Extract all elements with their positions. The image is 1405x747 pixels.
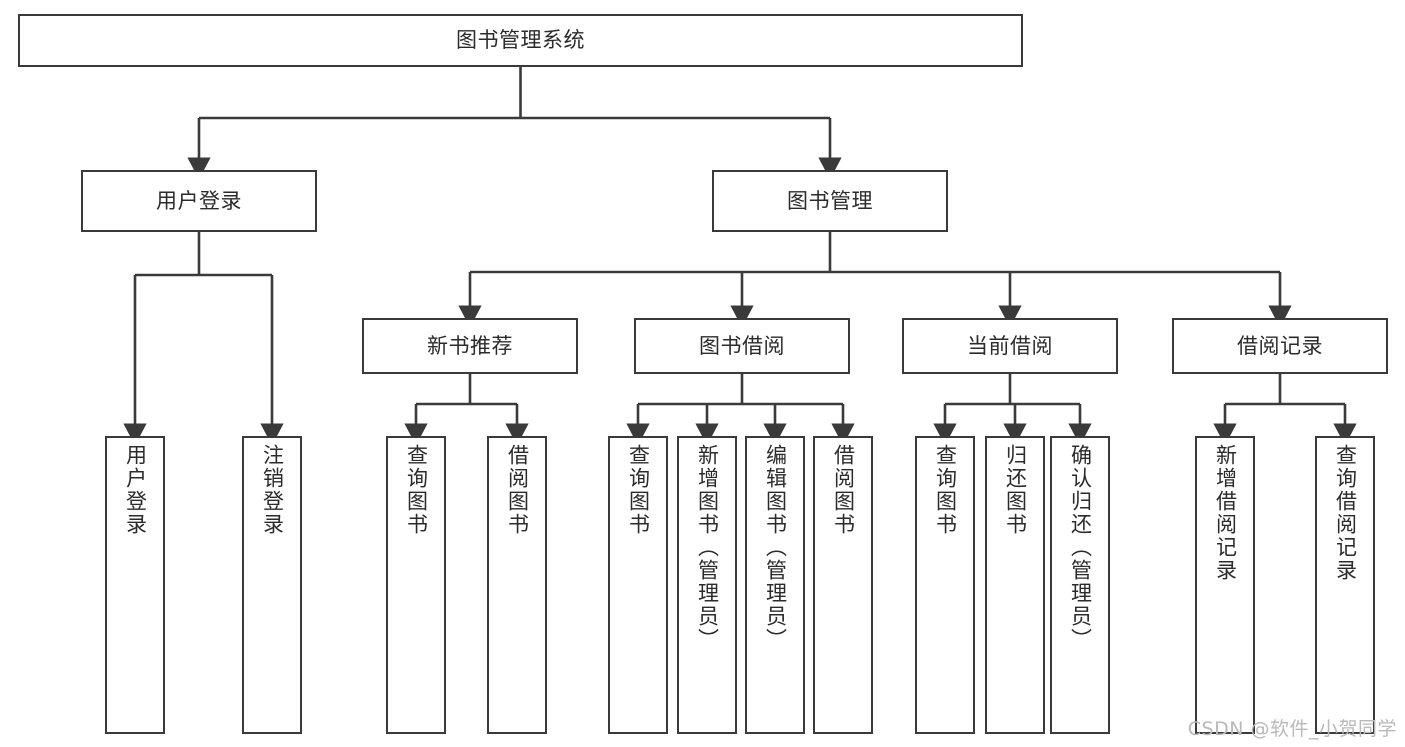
node-label: 图书管理 [787,188,873,213]
node-leaf-edit-book-admin[interactable]: 编辑图书（管理员） [745,436,805,734]
node-label: 注销登录 [260,444,285,536]
node-label: 编辑图书（管理员） [763,444,788,651]
node-leaf-borrow-book[interactable]: 借阅图书 [813,436,873,734]
node-label: 归还图书 [1003,444,1028,536]
node-label: 新增借阅记录 [1213,444,1238,582]
node-label: 借阅图书 [505,444,530,536]
node-label: 用户登录 [156,188,242,213]
node-leaf-query-book-borrow[interactable]: 查询图书 [608,436,668,734]
node-label: 查询图书 [933,444,958,536]
node-leaf-borrow-book-recommend[interactable]: 借阅图书 [487,436,547,734]
node-leaf-return-book[interactable]: 归还图书 [985,436,1045,734]
node-label: 图书借阅 [699,333,785,358]
node-leaf-query-book-recommend[interactable]: 查询图书 [386,436,446,734]
node-new-book-recommend[interactable]: 新书推荐 [362,318,578,374]
node-leaf-user-login[interactable]: 用户登录 [105,436,165,734]
node-label: 查询图书 [404,444,429,536]
watermark-text: CSDN @软件_小贺同学 [1187,718,1397,740]
node-current-borrow[interactable]: 当前借阅 [902,318,1118,374]
node-leaf-query-book-current[interactable]: 查询图书 [915,436,975,734]
node-book-management[interactable]: 图书管理 [712,170,948,232]
node-label: 借阅记录 [1237,333,1323,358]
node-label: 借阅图书 [831,444,856,536]
node-label: 图书管理系统 [456,28,585,53]
node-book-management-system[interactable]: 图书管理系统 [18,14,1023,67]
node-leaf-query-borrow-record[interactable]: 查询借阅记录 [1315,436,1375,734]
node-label: 查询借阅记录 [1333,444,1358,582]
node-user-login[interactable]: 用户登录 [81,170,317,232]
node-leaf-add-book-admin[interactable]: 新增图书（管理员） [677,436,737,734]
node-borrow-records[interactable]: 借阅记录 [1172,318,1388,374]
node-label: 查询图书 [626,444,651,536]
node-leaf-add-borrow-record[interactable]: 新增借阅记录 [1195,436,1255,734]
node-label: 新书推荐 [427,333,513,358]
node-leaf-logout[interactable]: 注销登录 [242,436,302,734]
node-label: 用户登录 [123,444,148,536]
node-leaf-confirm-return-admin[interactable]: 确认归还（管理员） [1050,436,1110,734]
node-label: 确认归还（管理员） [1068,444,1093,651]
node-label: 当前借阅 [967,333,1053,358]
node-label: 新增图书（管理员） [695,444,720,651]
node-book-borrow[interactable]: 图书借阅 [634,318,850,374]
